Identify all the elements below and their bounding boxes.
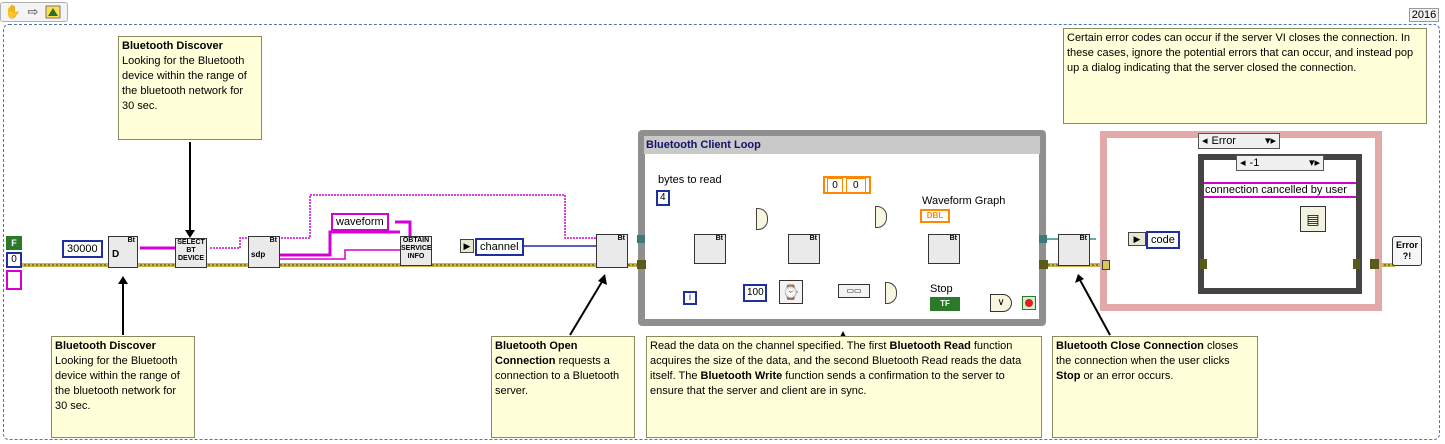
select-bt-device-node[interactable]: SELECT BT DEVICE xyxy=(175,238,207,268)
case-tunnel-out xyxy=(1370,259,1379,269)
bluetooth-read-size-node[interactable]: Bt xyxy=(694,234,726,264)
bluetooth-discover-node[interactable]: Bt D xyxy=(108,236,138,268)
bluetooth-open-connection-node[interactable]: Bt xyxy=(596,234,628,268)
one-button-dialog-icon: ▤ xyxy=(1300,206,1326,232)
highlight-icon[interactable] xyxy=(44,4,62,20)
stop-label: Stop xyxy=(930,283,953,295)
loop-title: Bluetooth Client Loop xyxy=(644,136,1040,154)
unbundle-by-name-icon: ▶ xyxy=(1128,232,1146,246)
error-code-field: code xyxy=(1146,231,1180,249)
or-node: ∨ xyxy=(990,294,1012,312)
loop-condition-icon xyxy=(1022,296,1036,310)
note-read-write: Read the data on the channel specified. … xyxy=(646,336,1042,438)
bytes-to-read-label: bytes to read xyxy=(658,174,722,186)
waveform-graph-indicator: DBL xyxy=(920,209,950,223)
inner-case-tunnel-out xyxy=(1353,259,1360,269)
iteration-terminal: i xyxy=(683,291,697,305)
numeric-zero-constant: 0 xyxy=(6,252,22,268)
inner-case-selector[interactable]: ◂-1▾▸ xyxy=(1236,155,1324,171)
string-constant xyxy=(6,270,22,290)
note-open-connection: Bluetooth Open Connection requests a con… xyxy=(491,336,635,438)
hand-icon[interactable]: ✋ xyxy=(4,4,22,19)
channel-indicator: channel xyxy=(475,238,524,256)
note-error-codes: Certain error codes can occur if the ser… xyxy=(1063,28,1427,124)
case-selector-terminal xyxy=(1102,260,1110,270)
bluetooth-close-connection-node[interactable]: Bt xyxy=(1058,234,1090,266)
waveform-graph-label: Waveform Graph xyxy=(922,195,1006,207)
unbundle-icon: ▶ xyxy=(460,239,474,253)
note-close-connection: Bluetooth Close Connection closes the co… xyxy=(1052,336,1258,438)
loop-tunnel-ref-in xyxy=(637,235,645,243)
bytes-to-read-control[interactable]: 4 xyxy=(656,190,670,206)
bool-false-constant: F xyxy=(6,236,22,250)
dbl-array-constant: 0 0 xyxy=(823,176,871,194)
simple-error-handler-node[interactable]: Error ?! xyxy=(1392,236,1422,266)
stop-button-terminal[interactable]: TF xyxy=(930,297,960,311)
connection-cancelled-message: connection cancelled by user xyxy=(1204,182,1356,198)
bluetooth-read-data-node[interactable]: Bt xyxy=(788,234,820,264)
version-label: 2016 xyxy=(1409,8,1439,22)
wait-ms-constant: 100 xyxy=(743,284,767,302)
bluetooth-write-node[interactable]: Bt xyxy=(928,234,960,264)
inner-case-body xyxy=(1204,160,1356,288)
obtain-service-info-node[interactable]: OBTAIN SERVICE INFO xyxy=(400,236,432,266)
waveform-constant: waveform xyxy=(331,213,389,231)
timeout-constant: 30000 xyxy=(62,240,103,258)
inner-case-tunnel-in xyxy=(1200,259,1207,269)
loop-tunnel-ref-out xyxy=(1039,235,1047,243)
string-length-node: ▭▭ xyxy=(838,284,870,298)
arrow-right-icon[interactable]: ⇨ xyxy=(27,4,39,19)
loop-tunnel-error-in xyxy=(637,260,646,269)
diagram-frame xyxy=(3,24,1440,440)
loop-tunnel-error-out xyxy=(1039,260,1048,269)
case-selector-error[interactable]: ◂Error▾▸ xyxy=(1198,133,1280,149)
wait-ms-icon: ⌚ xyxy=(779,280,803,304)
bluetooth-sdp-node[interactable]: Bt sdp xyxy=(248,236,280,268)
